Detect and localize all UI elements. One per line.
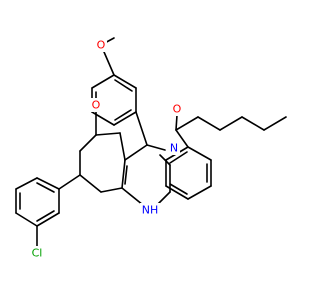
amine-nh-label-background xyxy=(140,203,160,217)
bond xyxy=(169,151,188,164)
bond xyxy=(15,177,38,190)
atom-labels: O O O N NH Cl xyxy=(28,38,183,260)
amide-oxygen-label: O xyxy=(173,103,182,116)
bond xyxy=(241,116,265,131)
bond xyxy=(100,187,123,193)
chlorine-label: Cl xyxy=(32,247,43,260)
bond xyxy=(197,116,221,131)
bond xyxy=(187,146,212,161)
bond-lines xyxy=(15,37,287,248)
ketone-oxygen-label: O xyxy=(92,99,101,112)
amide-nitrogen-label-background xyxy=(168,141,180,155)
bond xyxy=(121,159,126,189)
bond xyxy=(175,129,189,148)
ketone-oxygen-label-background xyxy=(90,98,102,112)
bond xyxy=(175,114,178,131)
bond xyxy=(58,174,81,190)
methoxy-oxygen-label: O xyxy=(97,39,106,52)
bond xyxy=(219,116,243,131)
bond xyxy=(113,74,137,89)
bond xyxy=(119,132,126,161)
bond xyxy=(146,144,166,151)
bond xyxy=(135,111,148,146)
bond xyxy=(124,165,128,185)
amine-nh-label: NH xyxy=(142,204,159,217)
amide-oxygen-label-background xyxy=(171,102,183,116)
bond xyxy=(36,182,55,193)
bond xyxy=(124,144,148,161)
bond xyxy=(95,132,121,136)
chlorine-label-background xyxy=(28,246,46,260)
bond xyxy=(169,183,188,195)
bond xyxy=(159,154,171,166)
bond xyxy=(263,116,287,131)
bond xyxy=(36,177,60,190)
bond xyxy=(36,212,60,227)
bond xyxy=(121,187,144,206)
bond xyxy=(15,212,38,227)
bond xyxy=(91,74,115,89)
bond xyxy=(36,210,55,222)
bond xyxy=(79,134,97,152)
bond xyxy=(187,185,212,200)
molecule-structure-diagram: O O O N NH Cl xyxy=(15,37,287,260)
bond xyxy=(175,116,199,131)
amide-nitrogen-label: N xyxy=(170,142,178,155)
bond xyxy=(165,185,189,200)
bond xyxy=(114,109,132,121)
bond xyxy=(156,191,171,206)
methoxy-oxygen-label-background xyxy=(95,38,107,52)
bond xyxy=(113,111,137,126)
bond xyxy=(114,79,133,92)
bond xyxy=(79,174,102,193)
